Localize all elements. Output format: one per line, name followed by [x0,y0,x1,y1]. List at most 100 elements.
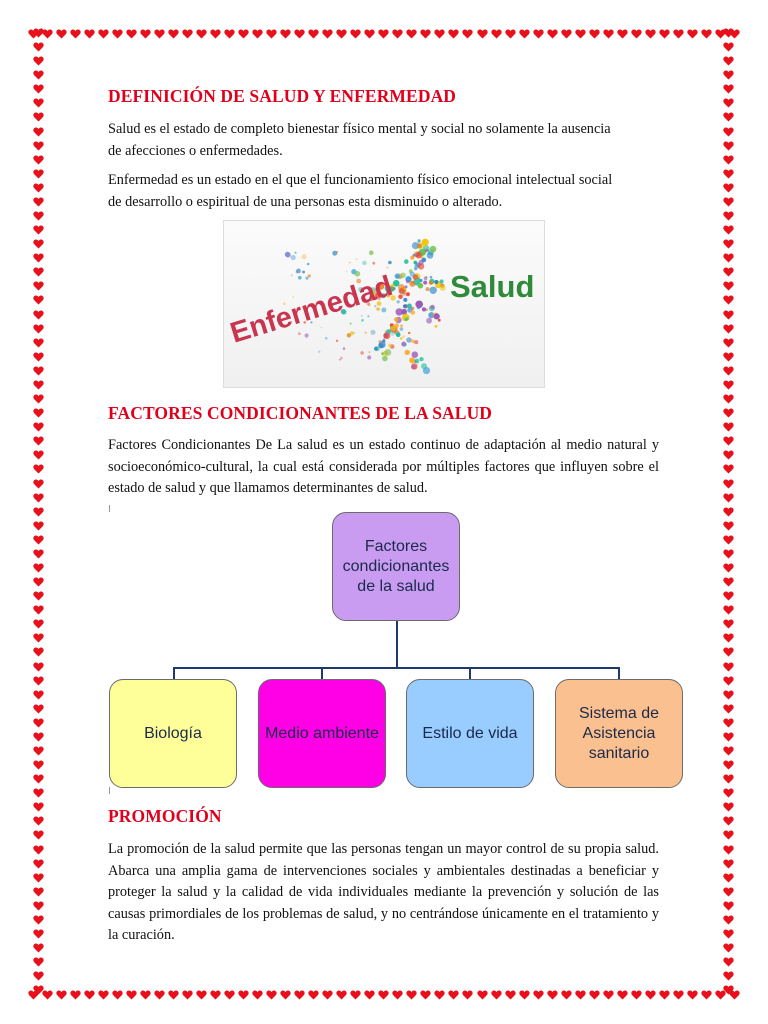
heart-icon [722,281,734,291]
heart-icon [32,155,44,165]
heart-icon [490,990,502,1000]
heart-icon [722,788,734,798]
heart-icon [722,267,734,277]
connector-estilo [469,667,471,679]
heart-icon [32,28,44,38]
heart-icon [722,830,734,840]
heart-icon [32,422,44,432]
heart-icon [336,29,347,39]
paragraph-enfermedad-line1: Enfermedad es un estado en el que el fun… [108,172,613,188]
heart-icon [32,647,44,657]
heart-icon [140,990,151,1000]
diagram-label-biologia: Biología [144,724,202,742]
heart-border-left [28,28,48,996]
heart-icon [722,183,734,193]
heart-icon [701,990,712,1000]
heart-icon [168,29,179,39]
heart-icon [32,619,44,629]
heart-icon [448,29,460,39]
heart-icon [722,310,734,320]
heart-icon [722,98,734,108]
heart-icon [434,990,446,1000]
heart-icon [32,380,44,390]
connector-horizontal [173,667,620,669]
heart-icon [266,990,277,1000]
diagram-label-sistema-line1: Sistema de [578,704,660,722]
heart-icon [476,29,488,39]
heart-icon [532,29,544,39]
heart-icon [546,29,558,39]
heart-icon [659,29,670,39]
connector-root-stem [396,621,398,669]
heart-icon [659,990,670,1000]
paragraph-factores: Factores Condicionantes De La salud es u… [108,437,659,496]
heading-factores: FACTORES CONDICIONANTES DE LA SALUD [108,403,493,423]
heart-icon [603,990,614,1000]
diagram-root-label: Factores condicionantes de la salud [343,537,450,597]
heart-icon [722,479,734,489]
heart-icon [722,521,734,531]
heart-icon [722,563,734,573]
heart-icon [722,450,734,460]
heart-icon [32,464,44,474]
heart-icon [32,366,44,376]
heart-icon [673,29,684,39]
heart-icon [722,197,734,207]
diagram-box-biologia: Biología [109,679,237,788]
paragraph-promocion: La promoción de la salud permite que las… [108,841,659,943]
heart-icon [182,990,193,1000]
heart-icon [32,253,44,263]
heart-icon [722,211,734,221]
heart-icon [722,718,734,728]
heart-icon [32,957,44,967]
heart-icon [32,141,44,151]
heart-icon [32,943,44,953]
heart-icon [32,915,44,925]
heart-icon [32,42,44,52]
diagram-label-estilo-de-vida: Estilo de vida [422,724,518,742]
heart-icon [154,990,165,1000]
heart-icon [84,990,95,1000]
heart-border-top [28,24,740,44]
heart-icon [722,577,734,587]
heart-icon [729,990,740,1000]
heart-icon [722,662,734,672]
heart-icon [32,169,44,179]
heart-icon [448,990,460,1000]
heart-icon [722,84,734,94]
heart-icon [154,29,165,39]
heart-icon [32,98,44,108]
heart-icon [687,990,698,1000]
heart-icon [126,990,137,1000]
heart-icon [588,990,600,1000]
heart-icon [280,29,291,39]
heart-icon [32,605,44,615]
connector-medio [321,667,323,679]
heart-icon [722,56,734,66]
heart-icon [364,29,376,39]
heart-icon [722,802,734,812]
heart-icon [722,493,734,503]
diagram-root-line1: Factores [364,537,428,555]
heart-icon [32,225,44,235]
diagram-box-sistema: Sistema de Asistencia sanitario [555,679,683,788]
heart-icon [722,746,734,756]
heart-icon [722,985,734,995]
heart-icon [406,990,418,1000]
heart-icon [722,957,734,967]
heart-icon [518,990,530,1000]
heart-icon [308,29,319,39]
heart-icon [722,295,734,305]
heart-icon [238,990,249,1000]
paragraph-salud-line1: Salud es el estado de completo bienestar… [108,121,611,137]
heart-icon [182,29,193,39]
heart-icon [722,436,734,446]
heart-icon [140,29,151,39]
heart-icon [224,29,235,39]
tick-mark [109,505,110,512]
heart-icon [722,225,734,235]
heart-icon [378,29,390,39]
heart-icon [32,662,44,672]
heart-icon [224,990,235,1000]
heart-icon [722,901,734,911]
